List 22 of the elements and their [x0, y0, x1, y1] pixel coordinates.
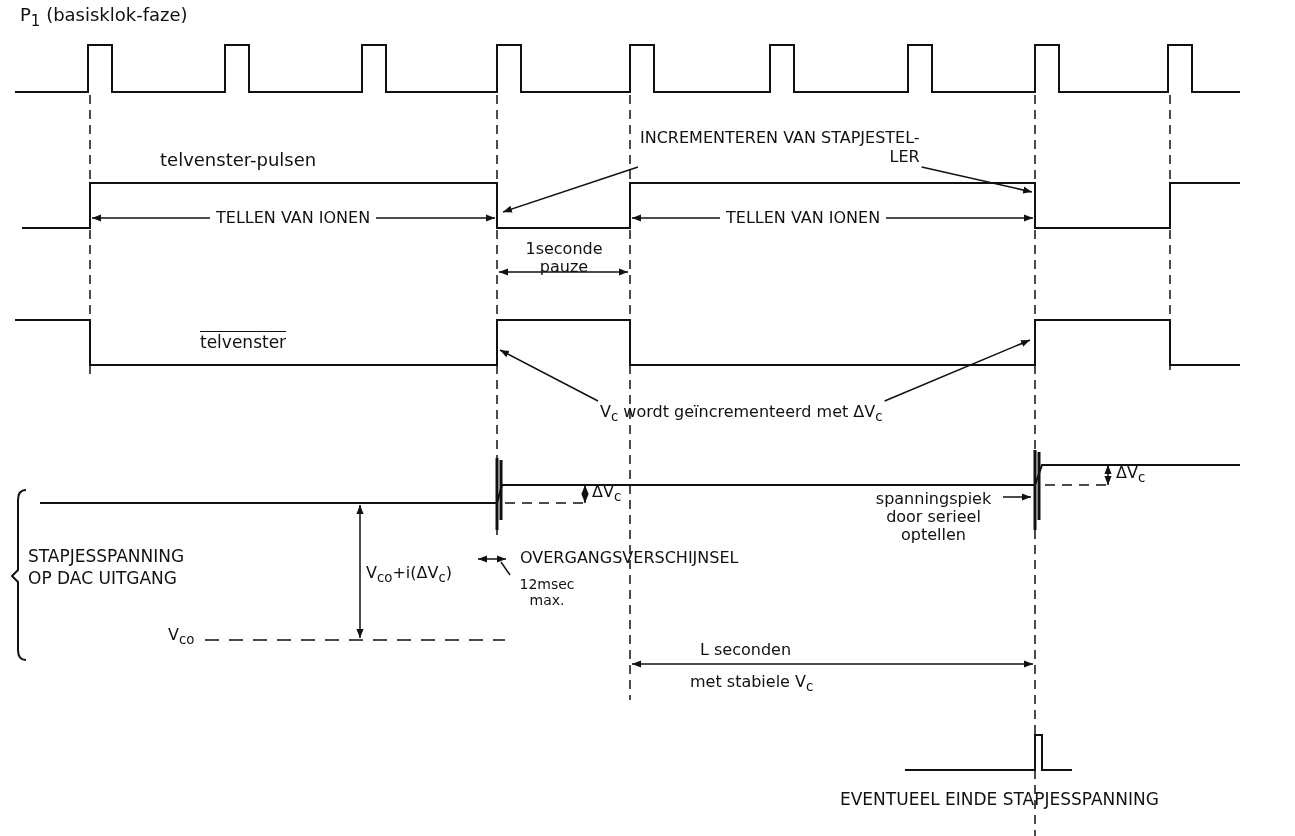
leader-line	[883, 339, 1031, 402]
annotation-text: EVENTUEEL EINDE STAPJESSPANNING	[840, 790, 1159, 809]
annotation-text: INCREMENTEREN VAN STAPJESTEL- LER	[640, 128, 920, 166]
dimension-label: ΔV$_{c}$	[1116, 463, 1146, 488]
interval-label: 1seconde pauze	[524, 240, 604, 276]
signal-name: telvenster-pulsen	[160, 150, 317, 169]
leader-line	[502, 166, 639, 213]
annotation-text: OVERGANGSVERSCHIJNSEL	[520, 548, 739, 567]
signal-name: telvenster	[200, 333, 287, 352]
leader-line	[920, 166, 1033, 194]
interval-label: L seconden	[700, 640, 792, 659]
signal-name: P$_{1}$ (basisklok-faze)	[20, 5, 188, 31]
interval-label: met stabiele V$_{c}$	[690, 672, 814, 697]
signal-description: STAPJESSPANNING OP DAC UITGANG	[28, 545, 186, 589]
leader-line	[500, 561, 511, 576]
annotation-text: V$_{c}$ wordt geïncrementeerd met ΔV$_{c}$	[600, 402, 883, 427]
dimension-label: V$_{co}$+i(ΔV$_{c}$)	[366, 563, 452, 588]
leader-line	[1002, 493, 1032, 501]
level-label: V$_{co}$	[168, 625, 195, 650]
annotation-text: 12msec max.	[512, 576, 582, 608]
annotation-text: spanningspiek door serieel optellen	[866, 490, 1001, 544]
leader-line	[499, 349, 599, 402]
